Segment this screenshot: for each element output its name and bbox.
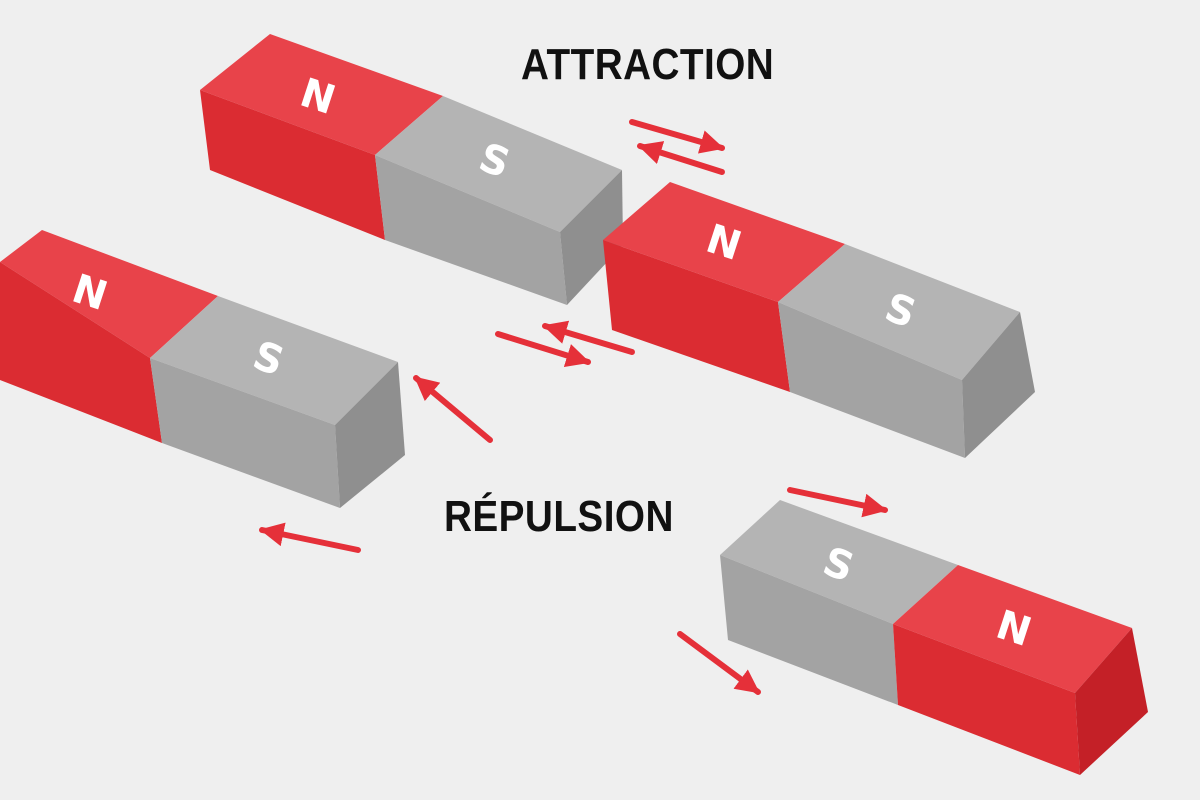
repulsion-arrow-upleft: [413, 375, 493, 443]
repulsion-heading: RÉPULSION: [444, 492, 674, 541]
magnet-right-attraction: N S: [603, 182, 1035, 458]
north-pole-block: N: [0, 230, 218, 443]
magnet-left-repulsion: N S: [0, 230, 405, 508]
south-pole-block: S: [375, 96, 623, 305]
repulsion-arrow-right: [787, 487, 888, 518]
attraction-arrow-right-lower: [495, 331, 591, 368]
attraction-arrow-left: [637, 141, 725, 175]
north-pole-block: N: [893, 565, 1148, 775]
magnet-bottom-repulsion: S N: [720, 500, 1148, 775]
north-pole-block: N: [603, 182, 845, 392]
south-pole-block: S: [720, 500, 958, 705]
attraction-arrow-left-lower: [542, 320, 635, 355]
south-pole-block: S: [778, 244, 1035, 458]
north-pole-block: N: [200, 34, 443, 240]
south-pole-block: S: [150, 296, 405, 508]
attraction-heading: ATTRACTION: [521, 40, 775, 89]
attraction-arrow-right: [629, 119, 725, 154]
repulsion-arrow-left: [259, 522, 361, 553]
magnet-top-attraction: N S: [200, 34, 623, 305]
repulsion-arrow-downright: [677, 631, 761, 695]
